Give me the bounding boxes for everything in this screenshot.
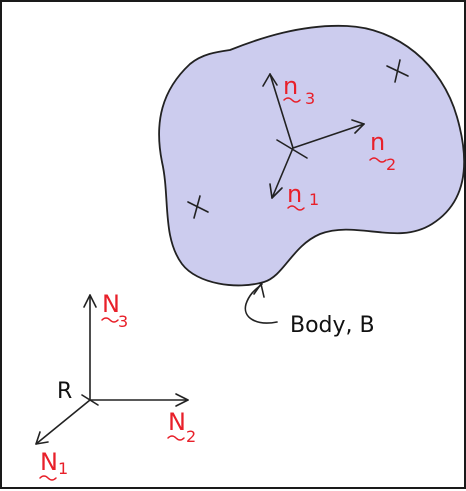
body-mark-left bbox=[187, 195, 209, 219]
N3-subscript: 3 bbox=[118, 312, 128, 331]
N1-letter: N bbox=[40, 448, 58, 476]
n3-letter: n bbox=[283, 72, 298, 100]
n2-letter: n bbox=[370, 128, 385, 156]
n2-subscript: 2 bbox=[386, 155, 396, 174]
N3-label: N 3 bbox=[101, 290, 128, 331]
n1-axis bbox=[271, 147, 294, 199]
inertial-axes bbox=[35, 294, 189, 445]
n2-label: n 2 bbox=[369, 128, 396, 174]
n3-subscript: 3 bbox=[305, 89, 315, 108]
body-axes bbox=[262, 73, 365, 199]
n1-subscript: 1 bbox=[309, 190, 319, 209]
n1-label: n 1 bbox=[287, 180, 319, 211]
body-b-shape bbox=[158, 24, 465, 287]
body-mark-top-right bbox=[386, 59, 409, 83]
N1-subscript: 1 bbox=[58, 459, 68, 478]
body-pointer-hook bbox=[244, 283, 278, 324]
n1-letter: n bbox=[287, 180, 302, 208]
body-label: Body, B bbox=[290, 313, 375, 338]
n3-axis bbox=[269, 73, 294, 149]
N1-axis bbox=[35, 399, 91, 445]
origin-label: R bbox=[57, 379, 72, 404]
N2-subscript: 2 bbox=[186, 427, 196, 446]
N1-label: N 1 bbox=[39, 448, 68, 481]
n2-axis bbox=[292, 123, 365, 149]
N3-letter: N bbox=[102, 290, 120, 318]
N2-label: N 2 bbox=[167, 408, 196, 446]
N2-letter: N bbox=[168, 408, 186, 436]
n3-label: n 3 bbox=[283, 72, 315, 108]
